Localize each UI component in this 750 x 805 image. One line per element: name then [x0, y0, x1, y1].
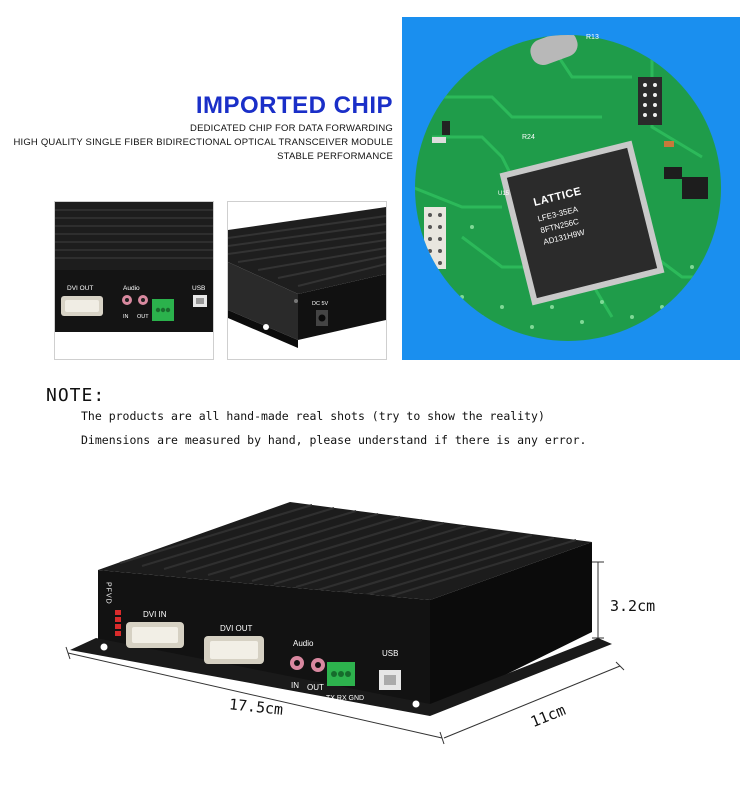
dimension-lines: [65, 561, 625, 745]
pcb-label-r24: R24: [522, 134, 535, 141]
rear-audio-label: Audio: [123, 285, 140, 292]
height-dimension: 3.2cm: [610, 597, 656, 615]
note-line-2: Dimensions are measured by hand, please …: [81, 433, 587, 447]
audio-out-label: OUT: [307, 683, 324, 692]
audio-label: Audio: [293, 639, 314, 648]
note-title: NOTE:: [46, 385, 106, 406]
side-dc-label: DC 5V: [312, 301, 329, 307]
dvi-out-label: DVI OUT: [220, 624, 253, 633]
rear-in-label: IN: [123, 314, 129, 320]
product-illustration: PFVD DVI IN DVI OUT Audio IN OUT TX RX G…: [0, 490, 750, 800]
dvi-in-label: DVI IN: [143, 610, 167, 619]
usb-label: USB: [382, 649, 398, 658]
feature-line-3: STABLE PERFORMANCE: [277, 151, 393, 162]
feature-line-1: DEDICATED CHIP FOR DATA FORWARDING: [190, 123, 393, 134]
lattice-chip: LATTICE LFE3-35EA 8FTN256C AD131H9W: [499, 140, 665, 306]
pcb-label-u15: U15: [498, 191, 510, 197]
note-line-1: The products are all hand-made real shot…: [81, 409, 545, 423]
feature-line-2: HIGH QUALITY SINGLE FIBER BIDIRECTIONAL …: [13, 137, 393, 148]
pcb-label-r13: R13: [586, 34, 599, 41]
device-side-panel: [430, 542, 592, 712]
rear-usb-label: USB: [192, 285, 205, 292]
audio-in-label: IN: [291, 681, 299, 690]
pfvd-label: PFVD: [105, 582, 112, 605]
device-top-surface: [98, 502, 592, 600]
side-panel-photo: DC 5V: [227, 201, 387, 360]
headline: IMPORTED CHIP: [195, 92, 393, 119]
tx-rx-gnd-label: TX RX GND: [326, 695, 364, 702]
chip-closeup-photo: LATTICE LFE3-35EA 8FTN256C AD131H9W R24 …: [402, 17, 740, 360]
rear-panel-photo: DVI OUT Audio USB IN OUT: [54, 201, 214, 360]
rear-out-label: OUT: [137, 314, 149, 320]
rear-dvi-out-label: DVI OUT: [67, 285, 93, 292]
